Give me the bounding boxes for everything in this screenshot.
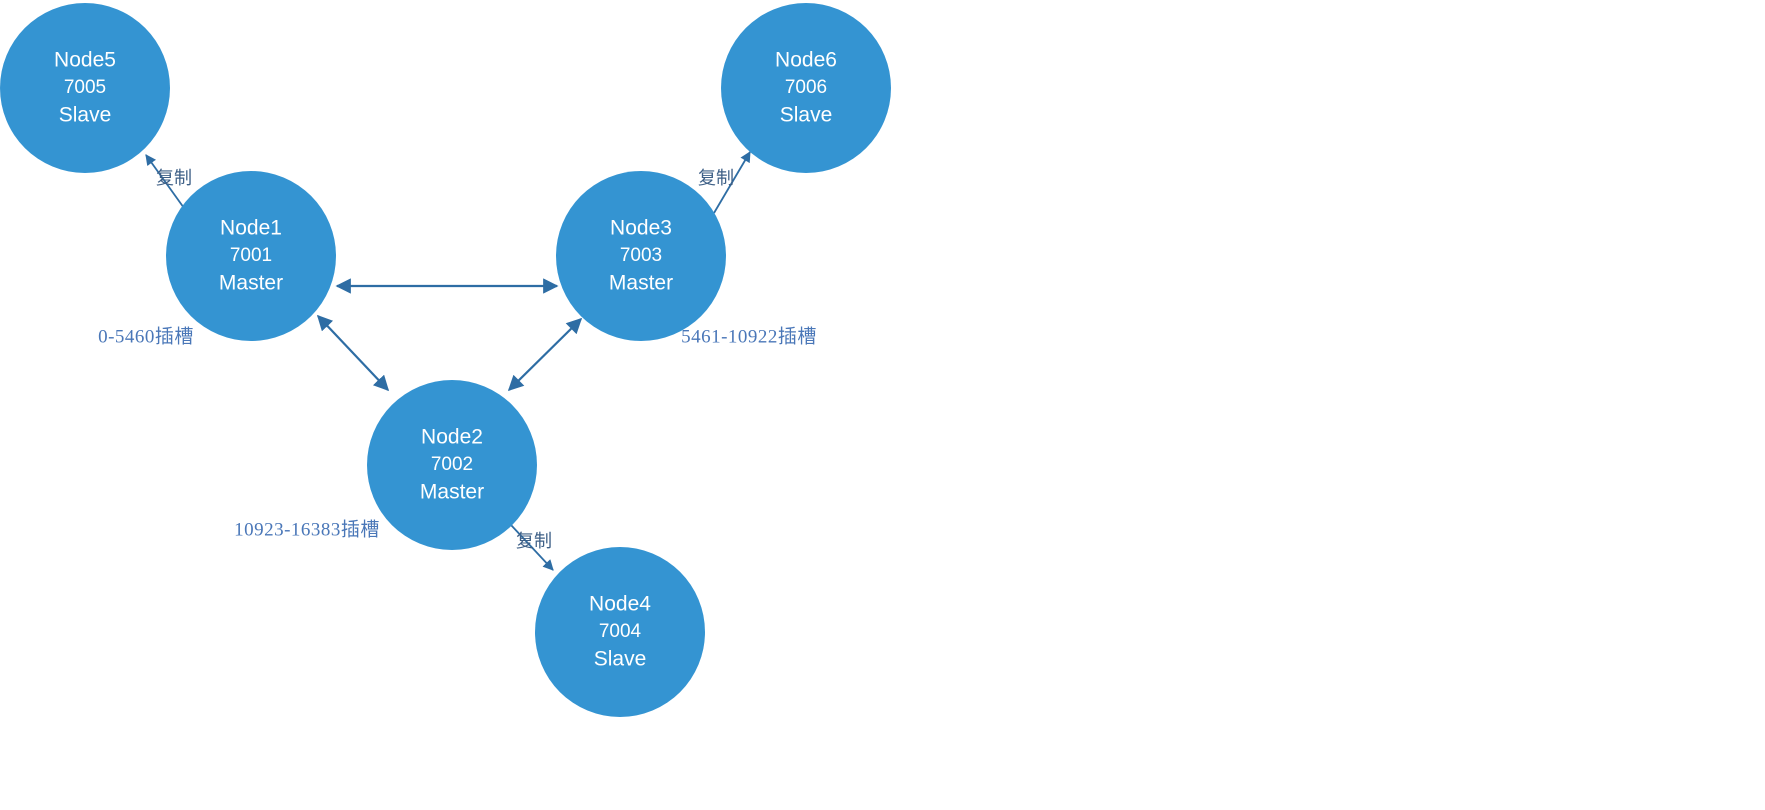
node-port-node3: 7003 (620, 245, 662, 266)
node-role-node1: Master (219, 272, 283, 295)
node-name-node2: Node2 (421, 426, 483, 449)
node-role-node2: Master (420, 481, 484, 504)
node-circle-node1[interactable] (166, 171, 336, 341)
node-port-node5: 7005 (64, 77, 106, 98)
edge-node1-to-node2 (316, 314, 390, 392)
edge-node1-to-node5 (145, 154, 190, 216)
node-role-node4: Slave (594, 648, 647, 671)
node-circle-node2[interactable] (367, 380, 537, 550)
node-name-node3: Node3 (610, 217, 672, 240)
node-circle-node3[interactable] (556, 171, 726, 341)
node-name-node6: Node6 (775, 49, 837, 72)
node-port-node1: 7001 (230, 245, 272, 266)
node-circle-node6[interactable] (721, 3, 891, 173)
slot-node1-label: 0-5460插槽 (98, 325, 194, 347)
slot-node2-label: 10923-16383插槽 (234, 518, 380, 540)
repl-node2-node4-label: 复制 (516, 531, 552, 551)
node-circle-node5[interactable] (0, 3, 170, 173)
repl-node1-node5-label: 复制 (156, 168, 192, 188)
edge-node2-to-node4 (510, 524, 554, 571)
node-circle-node4[interactable] (535, 547, 705, 717)
node-role-node6: Slave (780, 104, 833, 127)
edge-node3-to-node6 (713, 151, 751, 214)
node-role-node5: Slave (59, 104, 112, 127)
nodes-layer: Node57005SlaveNode67006SlaveNode17001Mas… (0, 3, 891, 717)
node-port-node2: 7002 (431, 454, 473, 475)
node-name-node4: Node4 (589, 593, 651, 616)
repl-node3-node6-label: 复制 (698, 168, 734, 188)
slot-node3-label: 5461-10922插槽 (681, 325, 817, 347)
node-port-node4: 7004 (599, 621, 642, 642)
node-name-node1: Node1 (220, 217, 282, 240)
edge-node3-to-node2 (507, 317, 583, 392)
node-role-node3: Master (609, 272, 673, 295)
node-name-node5: Node5 (54, 49, 116, 72)
edges-layer (145, 151, 751, 571)
node-port-node6: 7006 (785, 77, 827, 98)
